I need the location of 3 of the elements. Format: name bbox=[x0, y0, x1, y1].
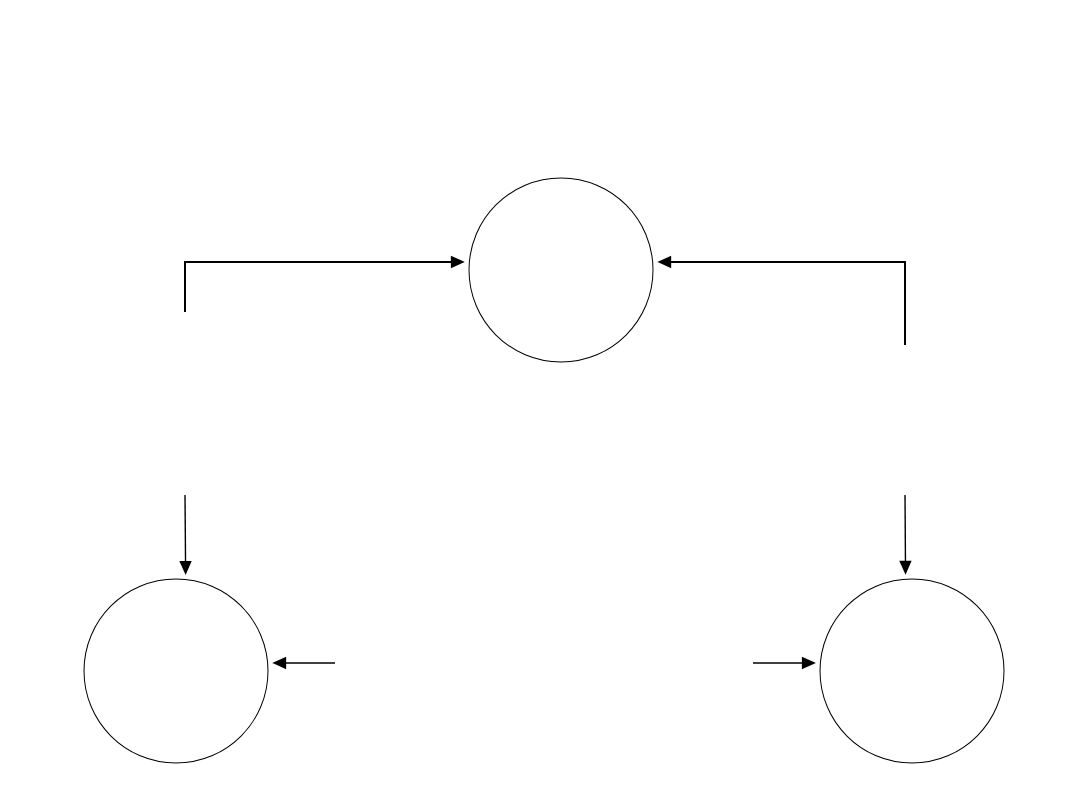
circle bbox=[819, 578, 1005, 764]
circle bbox=[83, 578, 269, 764]
circle bbox=[468, 177, 654, 363]
